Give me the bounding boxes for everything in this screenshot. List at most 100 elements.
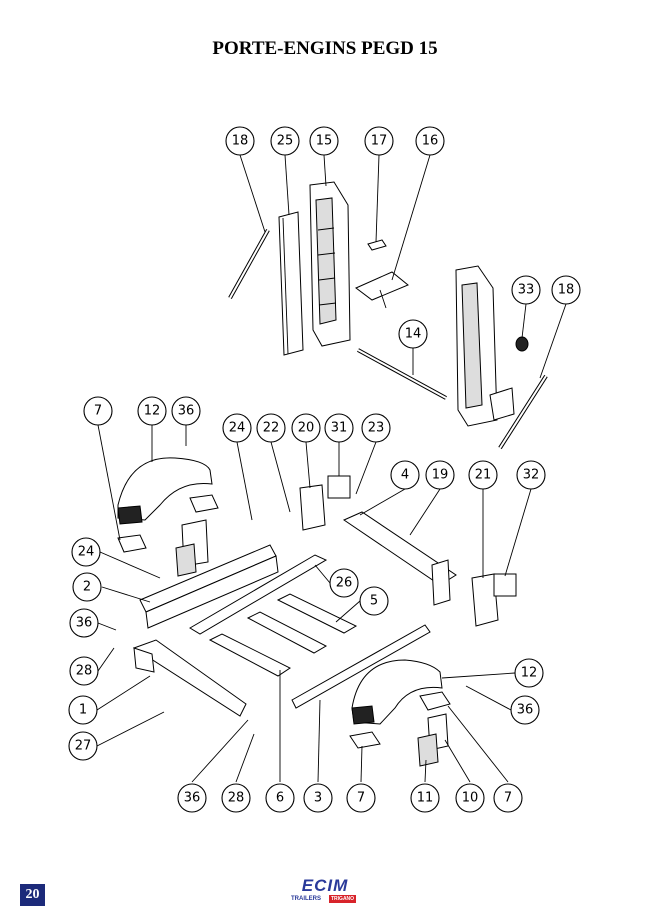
callout-19: 19 <box>425 460 455 490</box>
callout-25: 25 <box>270 126 300 156</box>
callout-11: 11 <box>410 783 440 813</box>
leader-lines <box>96 154 567 783</box>
part-bracket-16 <box>355 271 409 309</box>
page-number: 20 <box>20 884 45 906</box>
svg-text:2: 2 <box>83 580 91 595</box>
part-side-member-2 <box>139 544 279 629</box>
callout-32: 32 <box>516 460 546 490</box>
logo-tag: TRIGANO <box>329 895 357 903</box>
part-ramp-rod-right <box>498 374 548 450</box>
callout-26: 26 <box>329 568 359 598</box>
callout-27: 27 <box>68 731 98 761</box>
svg-text:7: 7 <box>357 791 365 806</box>
svg-text:25: 25 <box>277 134 294 149</box>
svg-text:15: 15 <box>316 134 333 149</box>
part-crossbar-26 <box>189 554 328 635</box>
svg-text:11: 11 <box>417 791 434 806</box>
ecim-logo: ECIM TRAILERS TRIGANO <box>289 877 361 907</box>
svg-text:33: 33 <box>518 283 535 298</box>
part-mudguard-right <box>351 659 443 725</box>
svg-text:3: 3 <box>314 791 322 806</box>
callout-17: 17 <box>364 126 394 156</box>
part-front-frame-4 <box>342 511 457 606</box>
page-title: PORTE-ENGINS PEGD 15 <box>212 38 438 59</box>
svg-text:36: 36 <box>76 616 93 631</box>
svg-text:7: 7 <box>94 404 102 419</box>
svg-text:17: 17 <box>371 134 388 149</box>
part-axle-front-1 <box>132 639 247 717</box>
callout-36b: 36 <box>69 608 99 638</box>
svg-text:21: 21 <box>475 468 492 483</box>
part-cap-33 <box>515 336 529 352</box>
callout-10: 10 <box>455 783 485 813</box>
part-plate-20 <box>299 484 326 531</box>
part-plate-21 <box>471 573 499 627</box>
svg-text:36: 36 <box>178 404 195 419</box>
part-crossmember-5 <box>246 593 358 654</box>
callout-2: 2 <box>72 572 102 602</box>
svg-text:16: 16 <box>422 134 439 149</box>
callout-22: 22 <box>256 413 286 443</box>
logo-main-text: ECIM <box>301 876 349 895</box>
callout-5: 5 <box>359 586 389 616</box>
callout-33: 33 <box>511 275 541 305</box>
callout-3: 3 <box>303 783 333 813</box>
callout-18b: 18 <box>551 275 581 305</box>
svg-text:14: 14 <box>405 327 422 342</box>
svg-text:20: 20 <box>298 421 315 436</box>
callout-6: 6 <box>265 783 295 813</box>
part-mudguard-left <box>117 457 213 525</box>
part-block-32 <box>493 573 517 597</box>
part-bracket-right <box>349 691 451 749</box>
part-side-member-3 <box>291 624 431 709</box>
part-block-31 <box>327 475 351 499</box>
part-crossmember-6 <box>208 633 291 677</box>
callout-14: 14 <box>398 319 428 349</box>
callout-23: 23 <box>361 413 391 443</box>
svg-text:18: 18 <box>558 283 575 298</box>
svg-text:36: 36 <box>517 703 534 718</box>
part-ramp-right <box>455 265 515 427</box>
callout-18a: 18 <box>225 126 255 156</box>
svg-text:36: 36 <box>184 791 201 806</box>
callout-28a: 28 <box>69 656 99 686</box>
callout-15: 15 <box>309 126 339 156</box>
callout-21: 21 <box>468 460 498 490</box>
svg-text:24: 24 <box>229 421 246 436</box>
part-clip-17 <box>367 239 387 251</box>
svg-text:24: 24 <box>78 545 95 560</box>
part-side-plate-left <box>175 519 209 577</box>
callout-36a: 36 <box>171 396 201 426</box>
callout-31: 31 <box>324 413 354 443</box>
svg-text:5: 5 <box>370 594 378 609</box>
callout-7c: 7 <box>493 783 523 813</box>
callout-36d: 36 <box>177 783 207 813</box>
svg-text:18: 18 <box>232 134 249 149</box>
callout-7b: 7 <box>346 783 376 813</box>
part-side-plate-right <box>417 713 449 767</box>
svg-text:27: 27 <box>75 739 92 754</box>
part-ramp-rod-left <box>228 229 270 299</box>
svg-text:10: 10 <box>462 791 479 806</box>
callout-4: 4 <box>390 460 420 490</box>
callout-12a: 12 <box>137 396 167 426</box>
part-bracket-left <box>117 494 219 553</box>
part-panel-25 <box>278 211 304 356</box>
svg-text:12: 12 <box>521 666 538 681</box>
callout-24a: 24 <box>222 413 252 443</box>
callout-28b: 28 <box>221 783 251 813</box>
svg-text:28: 28 <box>76 664 93 679</box>
callout-20: 20 <box>291 413 321 443</box>
svg-text:7: 7 <box>504 791 512 806</box>
callout-16: 16 <box>415 126 445 156</box>
svg-text:26: 26 <box>336 576 353 591</box>
callout-1: 1 <box>68 695 98 725</box>
part-rod-14 <box>357 348 447 400</box>
callout-12b: 12 <box>514 658 544 688</box>
svg-text:28: 28 <box>228 791 245 806</box>
callout-36c: 36 <box>510 695 540 725</box>
svg-text:4: 4 <box>401 468 409 483</box>
callout-24b: 24 <box>71 537 101 567</box>
callout-7a: 7 <box>83 396 113 426</box>
